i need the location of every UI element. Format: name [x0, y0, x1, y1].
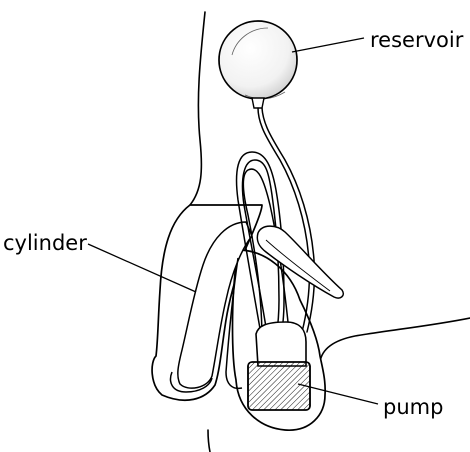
- reservoir-leader: [292, 38, 364, 52]
- reservoir: [219, 21, 297, 108]
- reservoir-label: reservoir: [370, 30, 463, 51]
- cylinder-label: cylinder: [3, 233, 87, 254]
- pump-label: pump: [383, 397, 443, 418]
- pump: [248, 322, 310, 410]
